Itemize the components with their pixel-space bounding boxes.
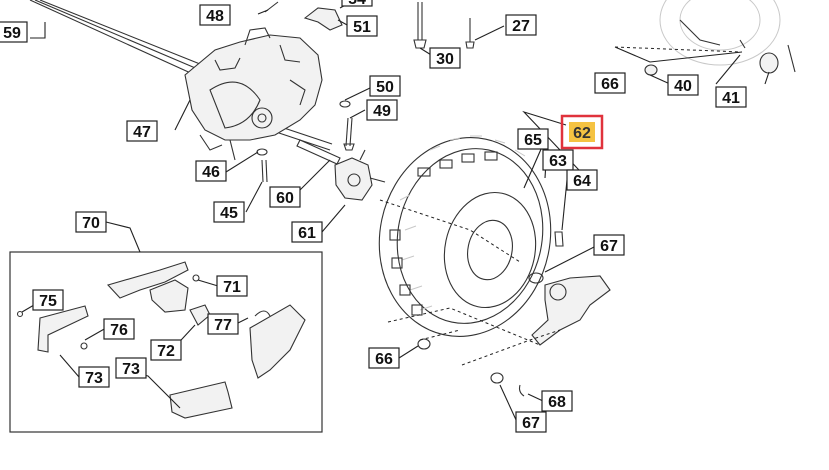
callout-50[interactable]: 50 xyxy=(369,75,401,97)
axle-shaft xyxy=(29,0,333,151)
transaxle-gearbox xyxy=(184,27,323,161)
callout-label: 54 xyxy=(348,0,366,8)
callout-60[interactable]: 60 xyxy=(269,186,301,208)
callout-label: 67 xyxy=(600,238,618,255)
highlight-background xyxy=(569,122,595,142)
callout-49[interactable]: 49 xyxy=(366,99,398,121)
callout-label: 72 xyxy=(157,343,175,360)
callout-68[interactable]: 68 xyxy=(541,390,573,412)
callout-label: 41 xyxy=(722,90,740,107)
callout-label: 63 xyxy=(549,153,567,170)
callout-66-top[interactable]: 66 xyxy=(594,72,626,94)
highlight-label: 62 xyxy=(573,125,591,142)
callout-67-right[interactable]: 67 xyxy=(593,234,625,256)
callout-59[interactable]: 59 xyxy=(0,21,28,43)
callout-label: 71 xyxy=(223,279,241,296)
leader-lines xyxy=(21,1,770,423)
callout-27[interactable]: 27 xyxy=(505,14,537,36)
callout-64[interactable]: 64 xyxy=(566,169,598,191)
callout-47[interactable]: 47 xyxy=(126,120,158,142)
callout-label: 46 xyxy=(202,164,220,181)
callout-45[interactable]: 45 xyxy=(213,201,245,223)
highlight-border xyxy=(560,114,604,150)
callout-73-mid[interactable]: 73 xyxy=(115,357,147,379)
callout-40[interactable]: 40 xyxy=(667,74,699,96)
inset-box xyxy=(9,251,323,433)
callout-67-bottom[interactable]: 67 xyxy=(515,411,547,433)
callout-75[interactable]: 75 xyxy=(32,289,64,311)
callout-label: 59 xyxy=(3,25,21,42)
callout-label: 75 xyxy=(39,293,57,310)
callout-label: 50 xyxy=(376,79,394,96)
callout-63[interactable]: 63 xyxy=(542,149,574,171)
callout-label: 68 xyxy=(548,394,566,411)
callout-70[interactable]: 70 xyxy=(75,211,107,233)
callout-label: 66 xyxy=(601,76,619,93)
callout-73-left[interactable]: 73 xyxy=(78,366,110,388)
callout-77[interactable]: 77 xyxy=(207,313,239,335)
callout-46[interactable]: 46 xyxy=(195,160,227,182)
callout-54[interactable]: 54 xyxy=(341,0,373,8)
callout-label: 60 xyxy=(276,190,294,207)
callout-label: 40 xyxy=(674,78,692,95)
callout-label: 27 xyxy=(512,18,530,35)
callout-label: 73 xyxy=(122,361,140,378)
callout-30[interactable]: 30 xyxy=(429,47,461,69)
callout-label: 61 xyxy=(298,225,316,242)
right-bracket xyxy=(417,272,611,397)
callout-48[interactable]: 48 xyxy=(199,4,231,26)
callout-label: 30 xyxy=(436,51,454,68)
callout-72[interactable]: 72 xyxy=(150,339,182,361)
callout-label: 45 xyxy=(220,205,238,222)
callout-label: 70 xyxy=(82,215,100,232)
callout-label: 66 xyxy=(375,351,393,368)
hardware-parts xyxy=(256,1,475,201)
top-right-wheel xyxy=(644,0,796,76)
callout-41[interactable]: 41 xyxy=(715,86,747,108)
tyre-tread xyxy=(389,135,526,316)
callout-66-bottom[interactable]: 66 xyxy=(368,347,400,369)
highlighted-callout-62[interactable]: 62 xyxy=(560,114,604,150)
callout-71[interactable]: 71 xyxy=(216,275,248,297)
callout-65[interactable]: 65 xyxy=(517,128,549,150)
callout-51[interactable]: 51 xyxy=(346,15,378,37)
callout-label: 64 xyxy=(573,173,591,190)
callout-label: 76 xyxy=(110,322,128,339)
callout-label: 67 xyxy=(522,415,540,432)
callout-61[interactable]: 61 xyxy=(291,221,323,243)
callout-label: 49 xyxy=(373,103,391,120)
callout-label: 65 xyxy=(524,132,542,149)
callout-label: 77 xyxy=(214,317,232,334)
callout-76[interactable]: 76 xyxy=(103,318,135,340)
callout-label: 51 xyxy=(353,19,371,36)
callout-label: 48 xyxy=(206,8,224,25)
callout-label: 47 xyxy=(133,124,151,141)
callout-label: 73 xyxy=(85,370,103,387)
wheel-assembly xyxy=(378,135,564,337)
